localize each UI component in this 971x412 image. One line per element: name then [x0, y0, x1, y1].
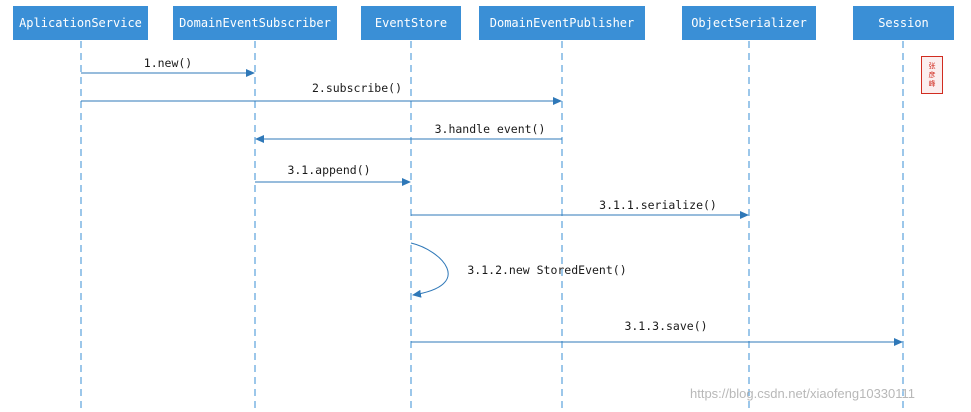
participant-domaineventsubscriber: DomainEventSubscriber	[173, 6, 337, 40]
message-label-serialize: 3.1.1.serialize()	[599, 198, 717, 212]
message-label-handle-event: 3.handle event()	[434, 122, 546, 136]
participant-objectserializer: ObjectSerializer	[682, 6, 816, 40]
message-label-new-storedevent: 3.1.2.new StoredEvent()	[467, 263, 627, 277]
message-arrow-6	[410, 242, 449, 298]
seal-stamp: 张彦峰	[921, 56, 943, 94]
message-label-subscribe: 2.subscribe()	[311, 81, 403, 95]
participant-eventstore: EventStore	[361, 6, 461, 40]
watermark-text: https://blog.csdn.net/xiaofeng10330111	[690, 386, 916, 401]
message-label-append: 3.1.append()	[287, 163, 371, 177]
participant-session: Session	[853, 6, 954, 40]
participant-domaineventpublisher: DomainEventPublisher	[479, 6, 645, 40]
message-label-new: 1.new()	[143, 56, 193, 70]
message-label-save: 3.1.3.save()	[624, 319, 708, 333]
participant-aplicationservice: AplicationService	[13, 6, 148, 40]
